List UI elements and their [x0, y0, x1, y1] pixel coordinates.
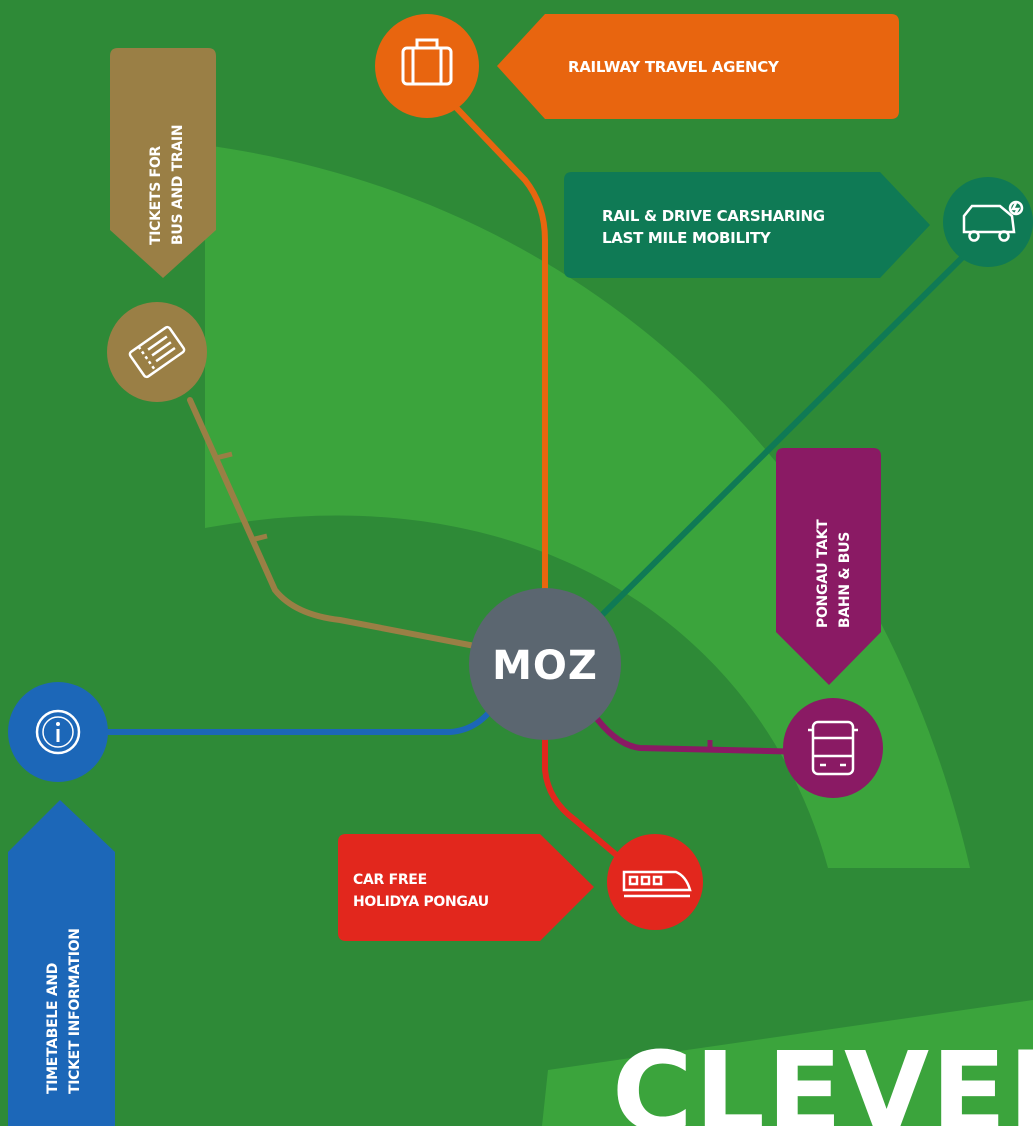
tickets-label-line1: TICKETS FOR [148, 146, 164, 245]
route-line-olive [187, 397, 483, 650]
route-line-teal [592, 232, 988, 625]
fan-band [205, 145, 970, 868]
electric-car-icon [962, 200, 1024, 242]
route-line-blue [57, 697, 501, 735]
pongau-takt-callout [776, 448, 881, 685]
timetable-label-line2: TICKET INFORMATION [67, 928, 83, 1094]
info-node [8, 682, 108, 782]
pongau-takt-label-line2: BAHN & BUS [837, 532, 853, 628]
pongau-takt-label-line1: PONGAU TAKT [815, 519, 831, 628]
carsharing-callout [564, 172, 930, 278]
tickets-label-group: TICKETS FOR BUS AND TRAIN [148, 125, 186, 245]
route-tick-olive-2 [250, 533, 268, 543]
timetable-callout [8, 800, 115, 1126]
route-tick-olive-1 [215, 451, 233, 461]
car-free-node [607, 834, 703, 930]
route-line-orange [427, 77, 548, 603]
pongau-takt-label-group: PONGAU TAKT BAHN & BUS [815, 519, 853, 628]
carsharing-node [943, 177, 1033, 267]
pongau-takt-node [783, 698, 883, 798]
railway-travel-agency-callout [497, 14, 899, 119]
railway-travel-agency-label: RAILWAY TRAVEL AGENCY [568, 58, 780, 76]
bus-icon [808, 720, 858, 776]
tickets-node [107, 302, 207, 402]
agency-node [375, 14, 479, 118]
suitcase-icon [401, 38, 453, 86]
fan-wedge [542, 1000, 1033, 1126]
info-icon [35, 709, 81, 755]
train-icon [622, 870, 692, 898]
carsharing-label-line1: RAIL & DRIVE CARSHARING [602, 207, 825, 225]
timetable-label-line1: TIMETABELE AND [45, 963, 61, 1094]
moz-hub [469, 588, 621, 740]
moz-hub-label: MOZ [492, 643, 598, 689]
ticket-icon [128, 325, 186, 379]
car-free-label-line2: HOLIDYA PONGAU [353, 894, 489, 910]
car-free-label-line1: CAR FREE [353, 872, 427, 888]
tickets-label-line2: BUS AND TRAIN [170, 125, 186, 245]
car-free-callout [338, 834, 594, 941]
carsharing-label-line2: LAST MILE MOBILITY [602, 229, 772, 247]
route-line-red [542, 727, 643, 878]
timetable-label-group: TIMETABELE AND TICKET INFORMATION [45, 928, 83, 1094]
tickets-callout [110, 48, 216, 278]
